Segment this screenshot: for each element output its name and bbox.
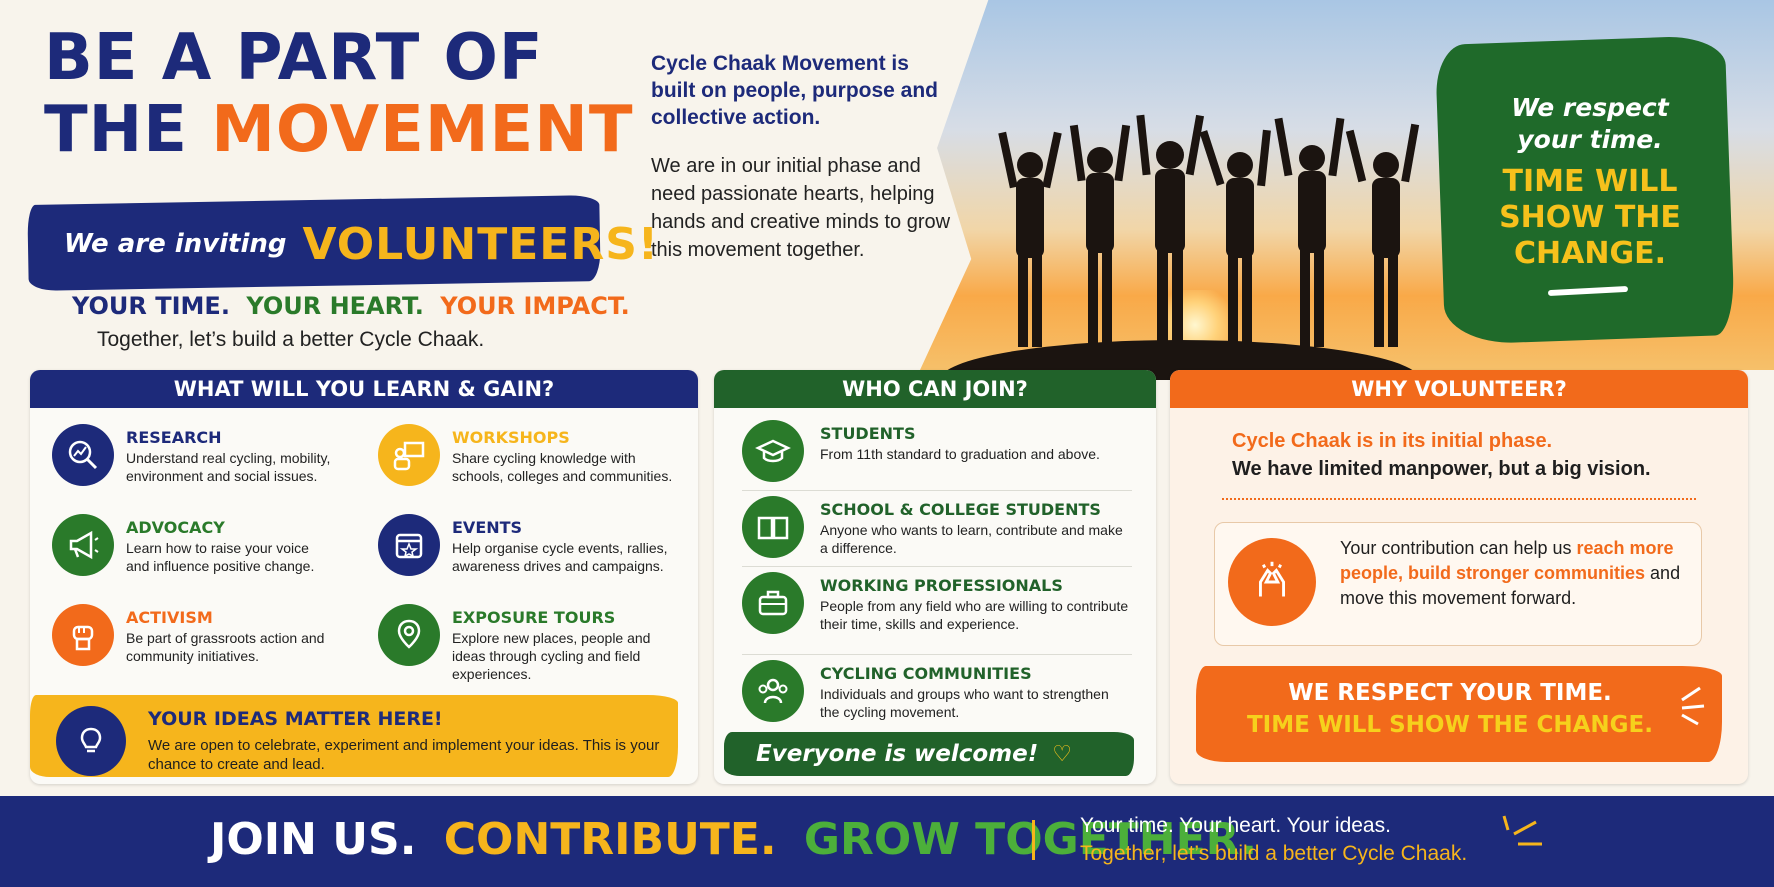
fist-icon [52,604,114,666]
footer-bar [0,796,1774,887]
respect-line2: TIME WILL SHOW THE CHANGE. [1499,164,1681,271]
join-item-communities: CYCLING COMMUNITIES Individuals and group… [742,660,1132,722]
join-item-desc: Anyone who wants to learn, contribute an… [820,522,1123,556]
ideas-desc: We are open to celebrate, experiment and… [148,737,660,773]
learn-item-title: EVENTS [452,518,523,537]
tagline-heart: YOUR HEART. [246,292,424,320]
footer-right-line1: Your time. Your heart. Your ideas. [1080,814,1391,837]
learn-item-title: ADVOCACY [126,518,225,537]
intro-lead: Cycle Chaak Movement is built on people,… [651,52,938,129]
footer-slogan: JOIN US. CONTRIBUTE. GROW TOGETHER. [210,814,1269,865]
tagline: YOUR TIME. YOUR HEART. YOUR IMPACT. [72,292,638,320]
dotted-divider [1222,498,1696,500]
contrib-text-a: Your contribution can help us [1340,538,1577,558]
join-heading: WHO CAN JOIN? [714,370,1156,408]
learn-item-title: EXPOSURE TOURS [452,608,616,627]
people-silhouette-image [998,114,1420,347]
learn-item-desc: Help organise cycle events, rallies, awa… [452,540,668,574]
hero-title-line2b: MOVEMENT [211,93,634,167]
welcome-banner: Everyone is welcome! ♡ [714,732,1114,776]
learn-item-title: RESEARCH [126,428,222,447]
ideas-brush-background [30,695,678,777]
graduation-cap-icon [742,420,804,482]
hero-title-line2a: THE [44,93,212,167]
tagline-impact: YOUR IMPACT. [440,292,630,320]
ideas-title: YOUR IDEAS MATTER HERE! [148,708,443,730]
briefcase-icon [742,572,804,634]
invite-lead: We are inviting [64,229,287,259]
respect-banner-background [1196,666,1722,762]
sparkle-icon [1502,815,1542,846]
join-item-title: CYCLING COMMUNITIES [820,664,1032,683]
footer-right-line2: Together, let’s build a better Cycle Cha… [1080,842,1468,865]
heart-icon: ♡ [1052,741,1072,767]
contrib-highlight: reach more people, build stronger commun… [1340,538,1674,583]
lightbulb-icon [56,706,126,776]
respect-line1: We respect your time. [1511,93,1669,154]
divider [742,566,1132,567]
book-icon [742,496,804,558]
learn-item-title: WORKSHOPS [452,428,570,447]
join-item-title: WORKING PROFESSIONALS [820,576,1063,595]
learn-item-events: EVENTS Help organise cycle events, rallie… [378,514,678,576]
sparkle-icon [1681,686,1705,726]
join-item-desc: People from any field who are willing to… [820,598,1129,632]
presenter-icon [378,424,440,486]
megaphone-icon [52,514,114,576]
learn-item-desc: Be part of grassroots action and communi… [126,630,325,664]
group-icon [742,660,804,722]
contrib-text-b: and move this movement forward. [1340,563,1681,608]
learn-item-activism: ACTIVISM Be part of grassroots action and… [52,604,332,666]
welcome-brush-background [724,732,1134,776]
respect-banner-line1: WE RESPECT YOUR TIME. [1288,680,1612,706]
footer-divider [1032,820,1035,860]
divider [742,490,1132,491]
tagline-time: YOUR TIME. [72,292,230,320]
join-item-title: SCHOOL & COLLEGE STUDENTS [820,500,1101,519]
tagline-subtitle: Together, let’s build a better Cycle Cha… [97,328,485,351]
learn-item-exposure-tours: EXPOSURE TOURS Explore new places, people… [378,604,678,683]
respect-banner-line2: TIME WILL SHOW THE CHANGE. [1246,712,1653,738]
learn-item-desc: Share cycling knowledge with schools, co… [452,450,673,484]
calendar-icon [378,514,440,576]
join-panel: WHO CAN JOIN? STUDENTS From 11th standard… [714,370,1156,784]
learn-item-desc: Understand real cycling, mobility, envir… [126,450,331,484]
learn-heading: WHAT WILL YOU LEARN & GAIN? [30,370,698,408]
research-icon [52,424,114,486]
join-item-desc: Individuals and groups who want to stren… [820,686,1109,720]
join-item-desc: From 11th standard to graduation and abo… [820,446,1100,462]
footer-grow: GROW TOGETHER. [803,814,1258,865]
learn-item-workshops: WORKSHOPS Share cycling knowledge with sc… [378,424,678,486]
why-line1: Cycle Chaak is in its initial phase. [1232,430,1553,452]
join-item-school-college: SCHOOL & COLLEGE STUDENTS Anyone who want… [742,496,1132,558]
welcome-text: Everyone is welcome! [756,741,1039,767]
intro-body: We are in our initial phase and need pas… [651,155,951,261]
join-item-professionals: WORKING PROFESSIONALS People from any fie… [742,572,1132,634]
learn-item-title: ACTIVISM [126,608,213,627]
footer-contribute: CONTRIBUTE. [443,814,777,865]
invite-volunteers: VOLUNTEERS! [302,218,659,270]
why-line2: We have limited manpower, but a big visi… [1232,458,1651,480]
footer-join: JOIN US. [210,814,417,865]
why-panel: WHY VOLUNTEER? Cycle Chaak is in its ini… [1170,370,1748,784]
map-pin-icon [378,604,440,666]
learn-item-research: RESEARCH Understand real cycling, mobilit… [52,424,332,486]
learn-item-desc: Explore new places, people and ideas thr… [452,630,651,682]
contribution-text: Your contribution can help us reach more… [1340,536,1690,611]
learn-item-desc: Learn how to raise your voice and influe… [126,540,315,574]
helping-hands-icon [1228,538,1316,626]
join-item-title: STUDENTS [820,424,916,443]
learn-item-advocacy: ADVOCACY Learn how to raise your voice an… [52,514,332,576]
join-item-students: STUDENTS From 11th standard to graduation… [742,420,1132,482]
divider [742,654,1132,655]
hero-title: BE A PART OF THE MOVEMENT [44,22,633,166]
learn-panel: WHAT WILL YOU LEARN & GAIN? RESEARCH Unde… [30,370,698,784]
invite-banner: We are inviting VOLUNTEERS! [64,212,659,276]
why-heading: WHY VOLUNTEER? [1170,370,1748,408]
hero-title-line1: BE A PART OF [44,21,544,95]
